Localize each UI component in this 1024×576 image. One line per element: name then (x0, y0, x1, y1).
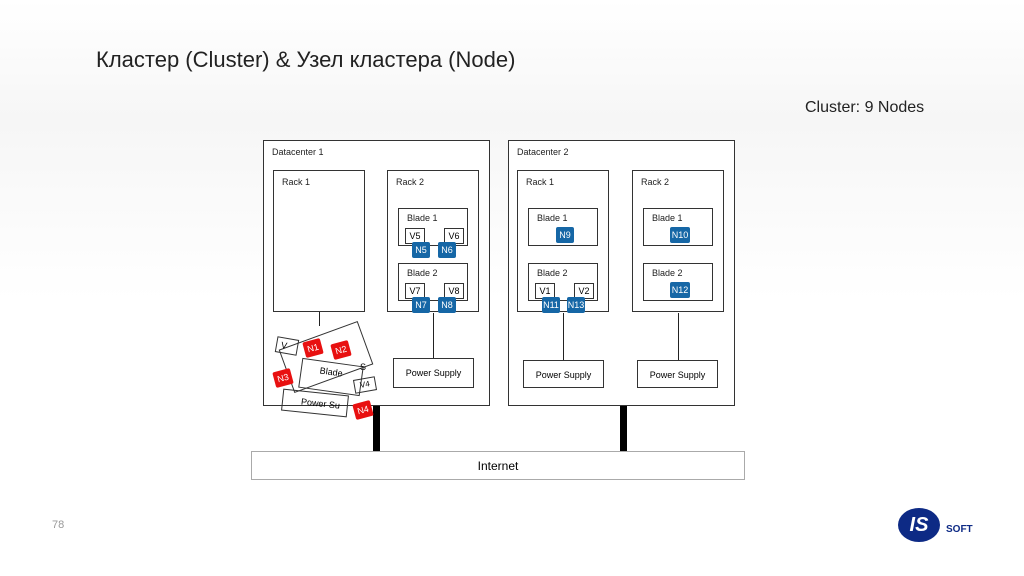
connector (433, 313, 434, 358)
internet: Internet (251, 451, 745, 480)
dc2-label: Datacenter 2 (517, 147, 569, 157)
fallen-vm: V (274, 336, 300, 356)
blade-label: Blade 1 (652, 213, 683, 223)
blade-label: Blade 2 (652, 268, 683, 278)
blade-label: Blade 1 (537, 213, 568, 223)
fallen-rack: V Blade Power Su V4 N1 N2 N3 N4 S (270, 318, 380, 422)
logo: IS (898, 508, 940, 542)
node-n7: N7 (412, 297, 430, 313)
rack-label: Rack 2 (396, 177, 425, 187)
node-n13: N13 (567, 297, 585, 313)
fallen-label: S (360, 362, 367, 372)
vm-v5: V5 (405, 228, 425, 244)
dc1-power-supply: Power Supply (393, 358, 474, 388)
dc2-power-supply-2: Power Supply (637, 360, 718, 388)
dc2-power-supply-1: Power Supply (523, 360, 604, 388)
cluster-label: Cluster: 9 Nodes (805, 99, 925, 116)
rack-label: Rack 1 (526, 177, 555, 187)
dc1-rack-1: Rack 1 (273, 170, 365, 312)
dc1-label: Datacenter 1 (272, 147, 324, 157)
vm-v8: V8 (444, 283, 464, 299)
rack-label: Rack 2 (641, 177, 670, 187)
node-n5: N5 (412, 242, 430, 258)
fallen-vm-v4: V4 (352, 376, 378, 394)
connector (319, 312, 320, 326)
blade-label: Blade 2 (407, 268, 438, 278)
rack-label: Rack 1 (282, 177, 311, 187)
node-n12: N12 (670, 282, 690, 298)
node-n9: N9 (556, 227, 574, 243)
node-n4-failed: N4 (352, 399, 374, 421)
node-n11: N11 (542, 297, 560, 313)
logo-text: SOFT (946, 524, 973, 535)
node-n6: N6 (438, 242, 456, 258)
dc1-uplink (373, 405, 380, 451)
dc2-uplink (620, 405, 627, 451)
node-n8: N8 (438, 297, 456, 313)
page-title: Кластер (Cluster) & Узел кластера (Node) (96, 47, 516, 72)
connector (678, 313, 679, 360)
blade-label: Blade 1 (407, 213, 438, 223)
page-number: 78 (52, 519, 65, 531)
node-n10: N10 (670, 227, 690, 243)
connector (563, 313, 564, 360)
blade-label: Blade 2 (537, 268, 568, 278)
